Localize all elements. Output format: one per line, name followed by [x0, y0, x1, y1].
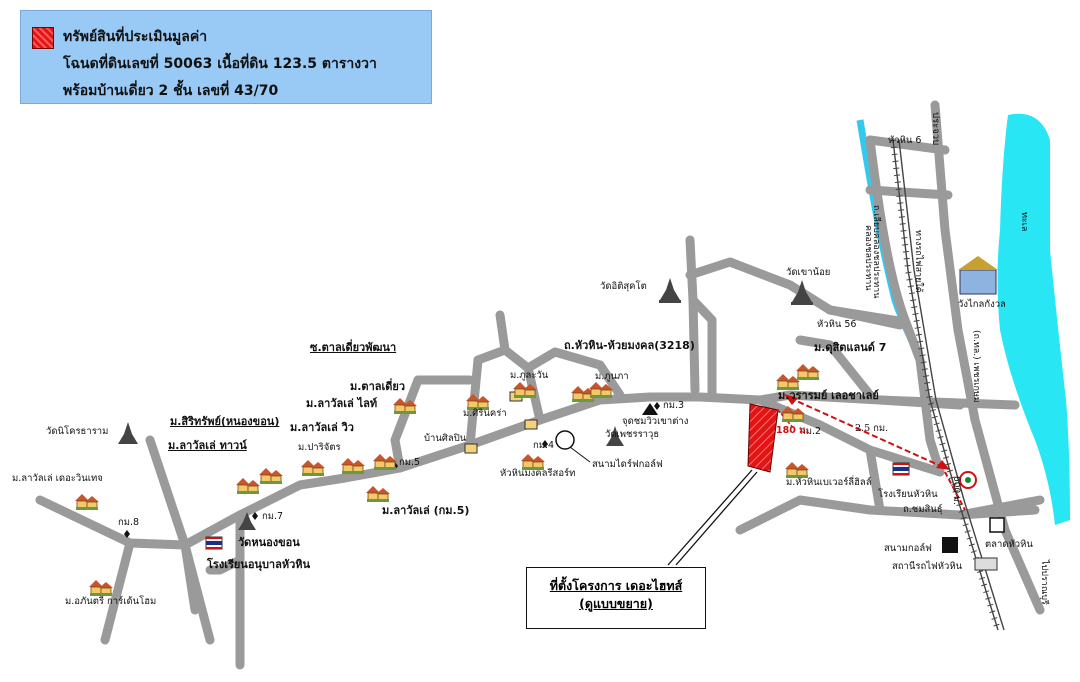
house-icon [392, 396, 418, 414]
road-network [35, 100, 1045, 670]
label-dusit: ม.ดุสิตแลนด์ 7 [814, 341, 887, 354]
label-wat-ittisukhot: วัดอิติสุคโต [600, 281, 647, 292]
legend-line-3: พร้อมบ้านเดี่ยว 2 ชั้น เลขที่ 43/70 [63, 83, 279, 99]
label-huahin-beverly: ม.หัวหินเบเวอร์ลี่ฮิลล์ [786, 477, 872, 488]
label-taldiao: ม.ตาลเดี่ยว [350, 380, 406, 393]
label-golf: สนามกอล์ฟ [884, 543, 932, 554]
label-dist-180: 180 ม. [776, 425, 810, 436]
railway-line [890, 139, 1005, 631]
project-title: ที่ตั้งโครงการ เดอะไฮทส์ [549, 578, 683, 593]
arrow-600 [944, 471, 966, 511]
market-icon [989, 517, 1005, 533]
label-huahin-mongkhol: หัวหินมงคลรีสอร์ท [500, 468, 576, 479]
label-phupha: ม.ภูนภา [595, 371, 629, 382]
house-icon [775, 372, 801, 390]
label-huahin6: หัวหิน 6 [888, 135, 922, 146]
label-phetkasem: (ถ.ทล.) เพชรเกษม [971, 330, 981, 403]
house-icon [258, 466, 284, 484]
house-icon [300, 458, 326, 476]
label-station: สถานีรถไฟหัวหิน [892, 561, 963, 572]
property-swatch [32, 27, 54, 49]
train-icon [974, 557, 998, 571]
palace-icon [958, 256, 998, 295]
label-lawalee-view: ม.ลาวัลเล่ วิว [290, 421, 354, 434]
house-icon [465, 392, 491, 410]
project-subtitle: (ดูแบบขยาย) [579, 596, 653, 612]
label-road-3218: ถ.หัวหิน-ห้วยมงคล(3218) [564, 339, 695, 352]
label-prajidra: ม.ปาริจัตร [298, 442, 341, 453]
label-wat-khao-noi: วัดเขาน้อย [786, 267, 831, 278]
label-lawalee-vintage: ม.ลาวัลเล่ เดอะวินเทจ [12, 473, 103, 484]
label-sea: ทะเล [1019, 212, 1029, 232]
label-sirinthra: ม.ศิรินคร่า [463, 408, 507, 419]
phetkasem-road [930, 100, 1045, 615]
school-flag-icons [205, 462, 910, 550]
label-km4: กม.4 [533, 440, 555, 451]
label-golf-drive: สนามไดร์ฟกอล์ฟ [592, 459, 663, 470]
golf-icon [942, 537, 958, 553]
house-icon [340, 456, 366, 474]
house-icon [784, 460, 810, 478]
viewpoint-icon [642, 403, 658, 415]
label-klaikangwon: วังไกลกังวล [958, 299, 1006, 310]
arrow-25km [789, 397, 946, 469]
label-dist-25: 2.5 กม. [855, 423, 889, 434]
label-km7: กม.7 [262, 511, 284, 522]
sea [997, 113, 1070, 525]
label-huahin56: หัวหิน 56 [817, 319, 857, 330]
house-icon [372, 452, 398, 470]
label-pracha: ประจวบ [930, 112, 941, 146]
house-icon [365, 484, 391, 502]
label-km2: กม.2 [800, 426, 822, 437]
legend-line-2: โฉนดที่ดินเลขที่ 50063 เนื้อที่ดิน 123.5… [63, 56, 377, 72]
project-location-box: ที่ตั้งโครงการ เดอะไฮทส์ (ดูแบบขยาย) [526, 567, 706, 629]
label-kuchom: จุดชมวิวเขาต่าง [622, 416, 689, 427]
golf-drive-icon [555, 430, 575, 450]
house-icon [512, 380, 538, 398]
house-icon [795, 362, 821, 380]
label-wat-phetcharat: วัดเพชรราวุธ [605, 429, 660, 440]
temple-icons [118, 278, 813, 530]
house-icon [88, 578, 114, 596]
project-plot [747, 403, 779, 473]
label-sirisap: ม.สิริทรัพย์(หนองขอน) [170, 415, 280, 428]
legend-line-1: ทรัพย์สินที่ประเมินมูลค่า [63, 29, 208, 45]
house-icon [235, 476, 261, 494]
label-wat-nongkhon: วัดหนองขอน [238, 536, 300, 549]
project-pointer [667, 469, 758, 566]
label-wat-nikhon: วัดนิโครธาราม [46, 426, 109, 437]
building-icon [464, 443, 478, 454]
label-tasaw-phatthana: ซ.ตาลเดี่ยวพัฒนา [310, 341, 397, 354]
label-ban-silpin: บ้านศิลปิน [424, 433, 467, 444]
label-phuchawan: ม.ภูละวัน [510, 370, 549, 381]
label-lawalee-light: ม.ลาวัลเล่ ไลท์ [306, 397, 378, 410]
house-icon [520, 452, 546, 470]
label-school-huahin: โรงเรียนหัวหิน [878, 489, 938, 500]
label-km8: กม.8 [118, 517, 140, 528]
label-dist-600: 600 ม. [951, 476, 961, 505]
label-worarom: ม.วรารมย์ เลอชาเลย์ [778, 389, 879, 402]
building-icon [524, 419, 538, 430]
label-km5: กม.5 [399, 457, 421, 468]
label-to-pranburi: ไปปราณบุรี [1039, 560, 1049, 605]
arrow-180 [777, 409, 796, 431]
label-lawalee-town: ม.ลาวัลเล่ ทาวน์ [168, 439, 247, 452]
label-km3: กม.3 [663, 400, 685, 411]
label-aphantri: ม.อภันตรี การ์เด้นโฮม [65, 596, 157, 607]
house-icon [588, 380, 614, 398]
label-lawalee-km5: ม.ลาวัลเล่ (กม.5) [382, 504, 470, 517]
house-icon [780, 404, 806, 422]
label-railway: ทางรถไฟสายใต้ [913, 230, 923, 293]
label-canal: คลองชลประทาน [863, 225, 873, 291]
label-market: ตลาดหัวหิน [985, 539, 1033, 550]
house-icon [74, 492, 100, 510]
legend-box: ทรัพย์สินที่ประเมินมูลค่า โฉนดที่ดินเลขท… [20, 10, 432, 104]
label-chomsin: ถ.ชมสินธุ์ [903, 504, 943, 515]
label-school-anuban: โรงเรียนอนุบาลหัวหิน [207, 558, 311, 571]
